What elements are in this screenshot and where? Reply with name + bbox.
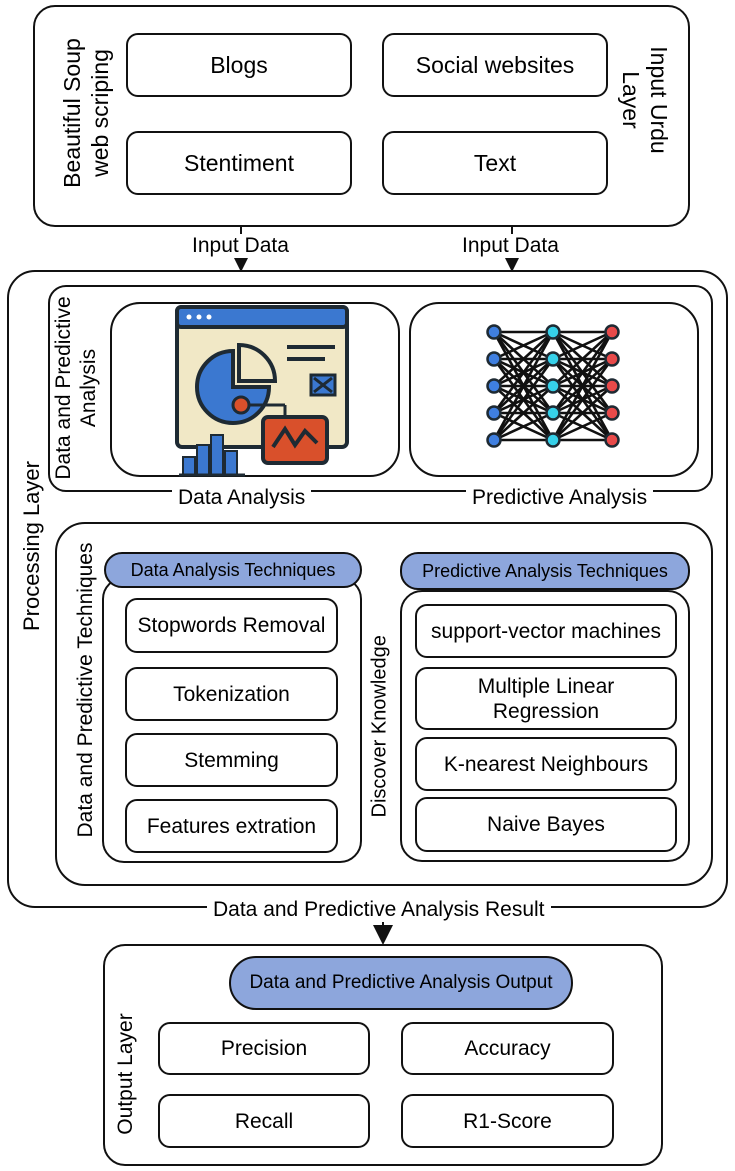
data-analysis-label: Data Analysis xyxy=(172,486,312,510)
nn-node xyxy=(545,405,561,421)
nn-node xyxy=(545,351,561,367)
discover-knowledge-label: Discover Knowledge xyxy=(368,635,392,818)
input-box-social-websites: Social websites xyxy=(382,33,608,97)
metric-precision: Precision xyxy=(158,1022,370,1075)
nn-edge xyxy=(552,331,613,387)
neural-network-icon xyxy=(486,324,620,448)
processing-layer-label: Processing Layer xyxy=(19,461,44,631)
technique-knn: K-nearest Neighbours xyxy=(415,737,677,791)
nn-node xyxy=(604,405,620,421)
output-layer-label: Output Layer xyxy=(114,1013,137,1135)
predictive-techniques-title: Predictive Analysis Techniques xyxy=(400,552,690,590)
nn-node xyxy=(486,405,502,421)
nn-node xyxy=(486,432,502,448)
nn-edge xyxy=(492,331,555,414)
nn-edge xyxy=(551,358,614,441)
result-label: Data and Predictive Analysis Result xyxy=(207,898,551,922)
metric-r1-score: R1-Score xyxy=(401,1094,614,1148)
nn-edge xyxy=(493,331,554,387)
input-data-label-right: Input Data xyxy=(462,234,559,258)
nn-edge xyxy=(552,330,613,361)
input-box-sentiment: Stentiment xyxy=(126,131,352,195)
nn-edge xyxy=(551,331,614,441)
technique-svm: support-vector machines xyxy=(415,604,677,658)
nn-node xyxy=(604,351,620,367)
nn-edge xyxy=(552,411,613,442)
dashboard-analytics-icon xyxy=(175,305,349,477)
nn-node xyxy=(545,378,561,394)
nn-edge xyxy=(493,411,554,442)
nn-node xyxy=(486,378,502,394)
technique-naive-bayes: Naive Bayes xyxy=(415,797,677,852)
nn-node xyxy=(604,378,620,394)
nn-edge xyxy=(492,331,555,441)
technique-tokenization: Tokenization xyxy=(125,667,338,721)
techniques-panel-label: Data and Predictive Techniques xyxy=(74,542,97,838)
nn-edge xyxy=(493,330,554,361)
nn-edge xyxy=(551,331,614,414)
input-box-blogs: Blogs xyxy=(126,33,352,97)
technique-stemming: Stemming xyxy=(125,733,338,787)
output-title: Data and Predictive Analysis Output xyxy=(229,956,573,1010)
nn-node xyxy=(486,351,502,367)
input-box-text: Text xyxy=(382,131,608,195)
technique-multiple-linear-regression: Multiple Linear Regression xyxy=(415,667,677,730)
predictive-analysis-label: Predictive Analysis xyxy=(466,486,654,510)
data-techniques-title: Data Analysis Techniques xyxy=(104,552,362,588)
nn-edge xyxy=(492,358,555,441)
nn-node xyxy=(604,324,620,340)
nn-edge xyxy=(493,385,554,441)
metric-recall: Recall xyxy=(158,1094,370,1148)
analysis-panel-label: Data and Predictive Analysis xyxy=(52,296,100,480)
technique-stopwords-removal: Stopwords Removal xyxy=(125,598,338,653)
nn-edge xyxy=(552,385,613,441)
nn-node xyxy=(486,324,502,340)
input-data-label-left: Input Data xyxy=(192,234,289,258)
nn-node xyxy=(604,432,620,448)
nn-node xyxy=(545,324,561,340)
nn-node xyxy=(545,432,561,448)
metric-accuracy: Accuracy xyxy=(401,1022,614,1075)
technique-features-extraction: Features extration xyxy=(125,799,338,853)
